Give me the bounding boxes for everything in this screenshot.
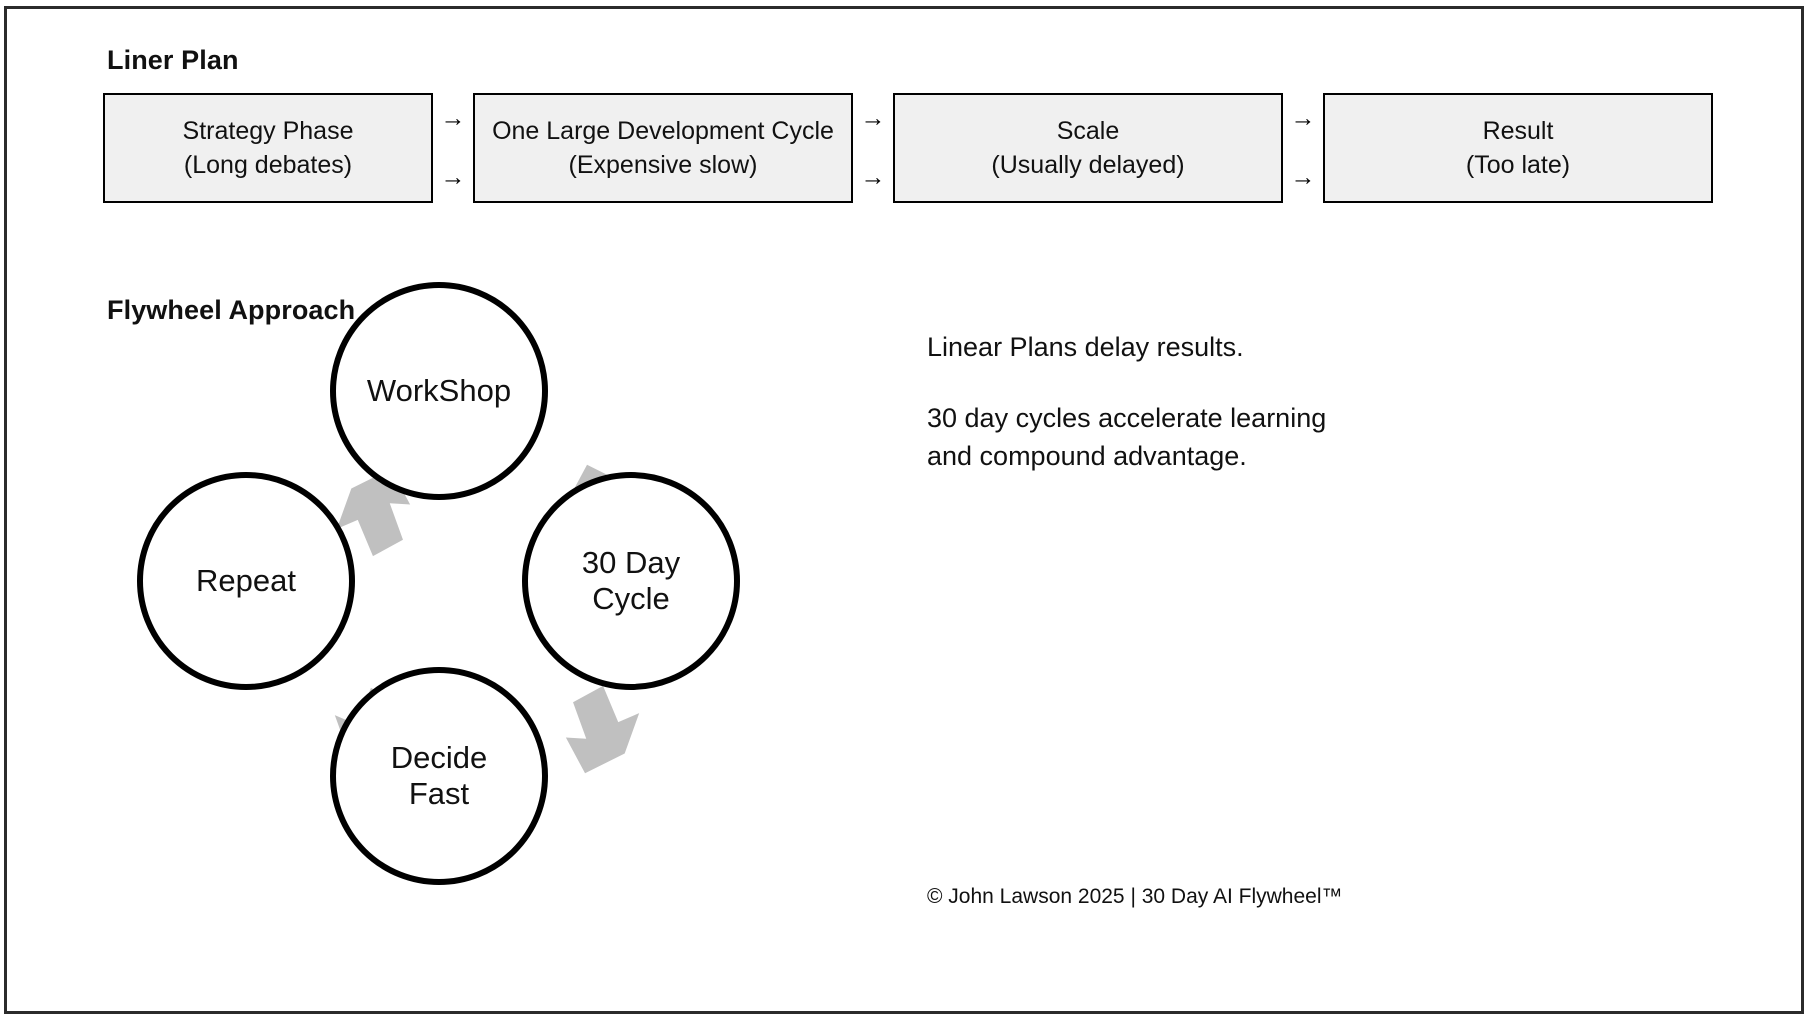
linear-process-row: Strategy Phase (Long debates) → → One La… — [103, 93, 1713, 203]
flywheel-node-workshop[interactable]: WorkShop — [330, 282, 548, 500]
flywheel-node-repeat[interactable]: Repeat — [137, 472, 355, 690]
arrow-right-icon: → — [1290, 163, 1316, 191]
note-paragraph-2: 30 day cycles accelerate learning and co… — [927, 400, 1527, 475]
arrow-right-icon: → — [860, 104, 886, 132]
linear-connector-2: → → — [853, 93, 893, 203]
linear-step-label-3: Scale — [1056, 116, 1120, 145]
flywheel-node-label-cycle-line2: Cycle — [592, 581, 670, 616]
linear-connector-3: → → — [1283, 93, 1323, 203]
linear-connector-1: → → — [433, 93, 473, 203]
note-paragraph-2-line1: 30 day cycles accelerate learning — [927, 403, 1327, 434]
flywheel-node-label-decide-line2: Fast — [408, 776, 470, 811]
flywheel-diagram: WorkShop 30 Day Cycle Decide Fast Repeat — [127, 282, 767, 909]
flywheel-arrow-repeat-to-workshop — [336, 468, 411, 557]
flywheel-node-label-repeat: Repeat — [196, 563, 296, 599]
linear-step-sublabel-1: (Long debates) — [183, 150, 353, 179]
linear-step-label-2: One Large Development Cycle — [492, 116, 834, 145]
linear-section-title: Liner Plan — [107, 45, 239, 75]
copyright-notice: © John Lawson 2025 | 30 Day AI Flywheel™ — [927, 885, 1343, 908]
arrow-right-icon: → — [860, 163, 886, 191]
flywheel-node-cycle[interactable]: 30 Day Cycle — [522, 472, 740, 690]
diagram-frame: Liner Plan Strategy Phase (Long debates)… — [4, 6, 1804, 1014]
linear-step-sublabel-4: (Too late) — [1465, 150, 1571, 179]
flywheel-section-title: Flywheel Approach — [107, 295, 356, 325]
flywheel-node-label-cycle-line1: 30 Day — [581, 545, 681, 581]
notes-panel: Linear Plans delay results. 30 day cycle… — [927, 329, 1527, 509]
flywheel-node-label-decide-line1: Decide — [390, 740, 488, 776]
linear-step-sublabel-3: (Usually delayed) — [991, 150, 1185, 179]
arrow-right-icon: → — [440, 104, 466, 132]
linear-step-box-2[interactable]: One Large Development Cycle (Expensive s… — [473, 93, 853, 203]
linear-step-label-4: Result — [1482, 116, 1554, 145]
note-paragraph-2-line2: and compound advantage. — [927, 440, 1247, 471]
flywheel-arrow-cycle-to-decide — [565, 685, 640, 774]
flywheel-node-decide[interactable]: Decide Fast — [330, 667, 548, 885]
arrow-right-icon: → — [440, 163, 466, 191]
flywheel-node-label-workshop: WorkShop — [366, 373, 512, 409]
arrow-right-icon: → — [1290, 104, 1316, 132]
linear-step-sublabel-2: (Expensive slow) — [568, 150, 758, 179]
linear-step-box-4[interactable]: Result (Too late) — [1323, 93, 1713, 203]
note-paragraph-1: Linear Plans delay results. — [927, 332, 1244, 362]
linear-step-box-3[interactable]: Scale (Usually delayed) — [893, 93, 1283, 203]
linear-step-label-1: Strategy Phase — [182, 116, 354, 145]
linear-step-box-1[interactable]: Strategy Phase (Long debates) — [103, 93, 433, 203]
